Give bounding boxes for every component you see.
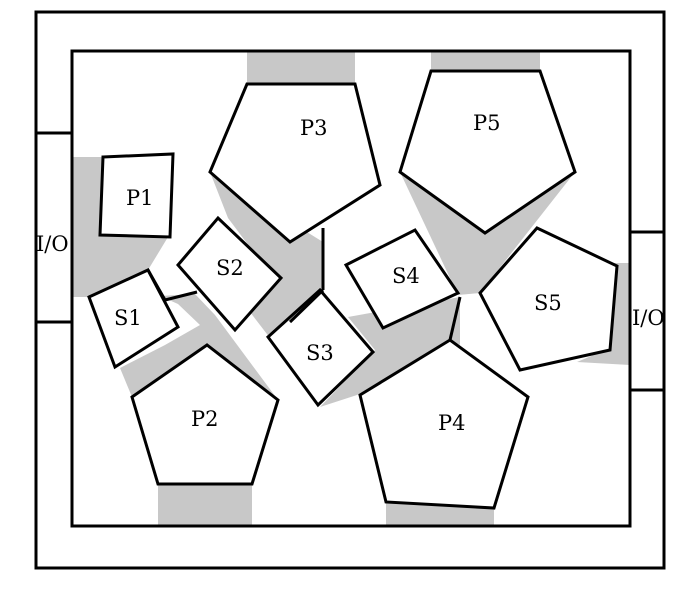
label-p5: P5 — [473, 111, 501, 135]
shade-s2-s3 — [210, 172, 323, 338]
label-s5: S5 — [534, 291, 562, 315]
label-p4: P4 — [438, 411, 466, 435]
label-io-right: I/O — [632, 306, 665, 330]
cell-p5 — [398, 69, 577, 235]
label-s1: S1 — [114, 306, 142, 330]
cell-p3 — [208, 82, 382, 244]
shade-p2-bottom — [158, 484, 252, 526]
shade-s5-right — [577, 263, 630, 365]
shade-p3-top — [247, 51, 355, 84]
io-left-port — [36, 131, 72, 324]
cell-p4 — [358, 338, 530, 510]
partition-lines — [146, 228, 462, 341]
label-p2: P2 — [191, 407, 219, 431]
shade-p5-top — [431, 51, 540, 71]
label-s4: S4 — [392, 264, 420, 288]
outer-boundary — [34, 10, 666, 570]
shade-s1-p2 — [120, 294, 278, 400]
label-s3: S3 — [306, 341, 334, 365]
label-p3: P3 — [300, 116, 328, 140]
label-io-left: I/O — [36, 232, 69, 256]
cell-s5 — [478, 226, 619, 372]
cell-p1 — [98, 152, 175, 239]
cell-s1 — [87, 268, 180, 370]
label-p1: P1 — [126, 186, 154, 210]
cell-s2 — [176, 215, 284, 333]
inner-boundary — [70, 49, 632, 528]
label-s2: S2 — [216, 256, 244, 280]
shade-s4-s3-p4 — [320, 297, 460, 407]
io-right-port — [630, 230, 664, 392]
cell-s4 — [343, 228, 461, 330]
cell-p2 — [130, 343, 280, 486]
shade-left-io — [72, 157, 168, 297]
